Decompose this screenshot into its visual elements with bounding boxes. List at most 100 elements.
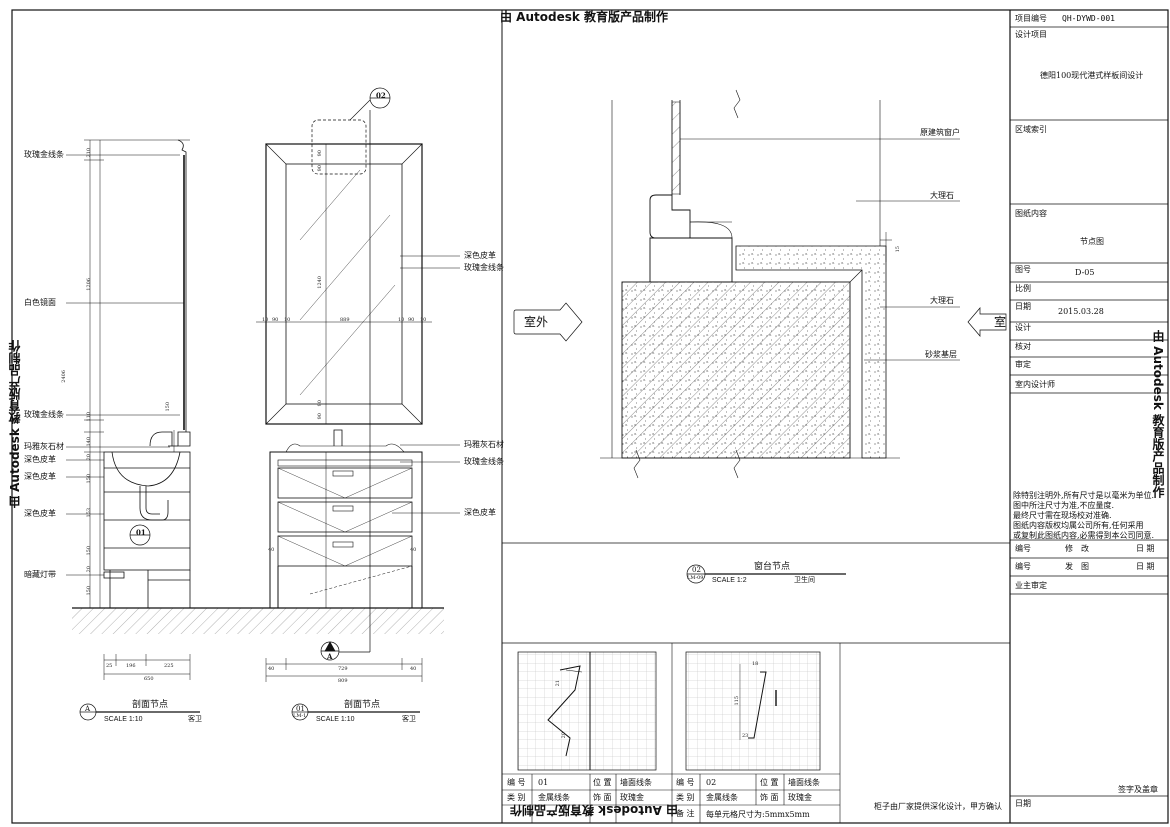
dim-20b: 20 bbox=[86, 566, 92, 573]
dim-153: 153 bbox=[86, 508, 92, 518]
area-index-label: 区域索引 bbox=[1015, 125, 1047, 134]
owner-review-label: 业主审定 bbox=[1015, 581, 1047, 590]
note-line: 除特别注明外,所有尺寸是以毫米为单位. bbox=[1013, 491, 1155, 500]
dim-210: 210 bbox=[86, 148, 92, 158]
dim-b-809: 809 bbox=[338, 678, 348, 684]
date-label: 日期 bbox=[1015, 302, 1031, 311]
sign-date-label: 日期 bbox=[1015, 799, 1031, 808]
table-cat2: 金属线条 bbox=[706, 793, 738, 802]
dim-b-196: 196 bbox=[126, 663, 136, 669]
table-pos1: 墙面线条 bbox=[620, 778, 652, 787]
section1-title: 剖面节点 bbox=[132, 700, 169, 710]
table-finish-label-2: 饰 面 bbox=[760, 793, 779, 802]
date: 2015.03.28 bbox=[1058, 307, 1104, 316]
label-maya-grey: 玛雅灰石材 bbox=[24, 442, 64, 451]
label-original-window: 原建筑窗户 bbox=[920, 128, 960, 137]
dim-h-90b: 90 bbox=[408, 317, 415, 323]
section2-sub: LM-1 bbox=[293, 713, 307, 719]
label-marble-2: 大理石 bbox=[930, 296, 954, 305]
table-pos-label-2: 位 置 bbox=[760, 778, 779, 787]
issue-date-label: 日 期 bbox=[1136, 562, 1155, 571]
note-line: 图纸内容版权均属公司所有,任何采用 bbox=[1013, 521, 1144, 530]
watermark-right: 由 Autodesk 教育版产品制作 bbox=[1151, 330, 1165, 499]
table-finish2: 玫瑰金 bbox=[788, 793, 812, 802]
label-r-rose-gold-1: 玫瑰金线条 bbox=[464, 263, 504, 272]
dim-h-10a: 10 bbox=[262, 317, 269, 323]
label-dark-leather-2: 深色皮革 bbox=[24, 472, 56, 481]
callout-a: A bbox=[327, 652, 333, 661]
scale-label: 比例 bbox=[1015, 284, 1031, 293]
project-no-label: 项目编号 bbox=[1015, 14, 1047, 23]
dim-h-889: 889 bbox=[340, 317, 350, 323]
table-no-label: 编 号 bbox=[507, 778, 526, 787]
table-cat-label-2: 类 别 bbox=[676, 793, 695, 802]
rev-date-label: 日 期 bbox=[1136, 544, 1155, 553]
table-cat1: 金属线条 bbox=[538, 793, 570, 802]
drawing-no-label: 图号 bbox=[1015, 265, 1031, 274]
project-name: 德阳100现代港式样板间设计 bbox=[1040, 71, 1144, 80]
detail-id: 02 bbox=[692, 566, 701, 574]
label-r-rose-gold-2: 玫瑰金线条 bbox=[464, 457, 504, 466]
dim-mirror-90b: 90 bbox=[317, 165, 323, 172]
outside-label-right: 室 bbox=[994, 315, 1007, 329]
callout-01: 01 bbox=[136, 528, 146, 537]
dim-s-40a: 40 bbox=[268, 547, 275, 553]
dim-mirror-90a: 90 bbox=[317, 150, 323, 157]
section2-scale: SCALE 1:10 bbox=[316, 716, 355, 723]
section2-room: 客卫 bbox=[402, 715, 416, 723]
note-line: 图中所注尺寸为准,不应量度. bbox=[1013, 501, 1115, 510]
sign-label: 签字及盖章 bbox=[1118, 785, 1158, 794]
designer-label: 室内设计师 bbox=[1015, 380, 1055, 389]
dim-15: 15 bbox=[895, 246, 901, 253]
label-hidden-light: 暗藏灯带 bbox=[24, 570, 56, 579]
table-no1: 01 bbox=[538, 778, 549, 787]
dim-mirror-1240: 1240 bbox=[317, 276, 323, 289]
dim-150b: 150 bbox=[86, 546, 92, 556]
table-pos-label: 位 置 bbox=[593, 778, 612, 787]
dim-mirror-90d: 90 bbox=[317, 413, 323, 420]
dim-mirror-90c: 90 bbox=[317, 400, 323, 407]
table-finish-label: 饰 面 bbox=[593, 793, 612, 802]
cabinet-footnote: 柜子由厂家提供深化设计，甲方确认 bbox=[874, 802, 1002, 811]
note-line: 或复制此图纸内容,必需得到本公司同意. bbox=[1013, 531, 1155, 540]
table-remark-label: 备 注 bbox=[676, 809, 695, 818]
dim-b-40b: 40 bbox=[410, 666, 417, 672]
label-white-mirror: 白色镜面 bbox=[24, 298, 56, 307]
label-dark-leather-3: 深色皮革 bbox=[24, 509, 56, 518]
section2-title: 剖面节点 bbox=[344, 700, 381, 710]
dim-b-225: 225 bbox=[164, 663, 174, 669]
drawing-content-label: 图纸内容 bbox=[1015, 209, 1047, 218]
label-rose-gold-1: 玫瑰金线条 bbox=[24, 150, 64, 159]
dim-150: 150 bbox=[86, 474, 92, 484]
issue-no-label: 编号 bbox=[1015, 562, 1031, 571]
issue-label: 发 图 bbox=[1065, 562, 1089, 571]
dim-h-10c: 10 bbox=[398, 317, 405, 323]
profile2-dim-115: 115 bbox=[734, 696, 740, 706]
profile2-dim-23: 23 bbox=[742, 733, 749, 739]
table-cat-label: 类 别 bbox=[507, 793, 526, 802]
section1-scale: SCALE 1:10 bbox=[104, 716, 143, 723]
label-mortar-base: 砂浆基层 bbox=[925, 350, 957, 359]
detail-room: 卫生间 bbox=[794, 576, 815, 584]
dim-b-650: 650 bbox=[144, 676, 154, 682]
profile2-dim-18: 18 bbox=[752, 661, 759, 667]
watermark-top: 由 Autodesk 教育版产品制作 bbox=[500, 10, 669, 24]
review-label: 审定 bbox=[1015, 360, 1031, 369]
rev-no-label: 编号 bbox=[1015, 544, 1031, 553]
design-label: 设计 bbox=[1015, 323, 1031, 332]
design-project-label: 设计项目 bbox=[1015, 30, 1047, 39]
dim-b-40a: 40 bbox=[268, 666, 275, 672]
general-notes: 除特别注明外,所有尺寸是以毫米为单位. 图中所注尺寸为准,不应量度. 最终尺寸需… bbox=[1013, 492, 1165, 542]
watermark-bottom: 由 Autodesk 教育版产品制作 bbox=[510, 803, 679, 817]
label-r-dark-leather-2: 深色皮革 bbox=[464, 508, 496, 517]
dim-h-10d: 10 bbox=[420, 317, 427, 323]
dim-140: 140 bbox=[86, 437, 92, 447]
rev-label: 修 改 bbox=[1065, 544, 1089, 553]
detail-scale: SCALE 1:2 bbox=[712, 577, 747, 584]
dim-1206: 1206 bbox=[86, 278, 92, 291]
label-r-dark-leather-1: 深色皮革 bbox=[464, 251, 496, 260]
project-no: QH-DYWD-001 bbox=[1062, 14, 1115, 23]
dim-2406: 2406 bbox=[61, 370, 67, 383]
